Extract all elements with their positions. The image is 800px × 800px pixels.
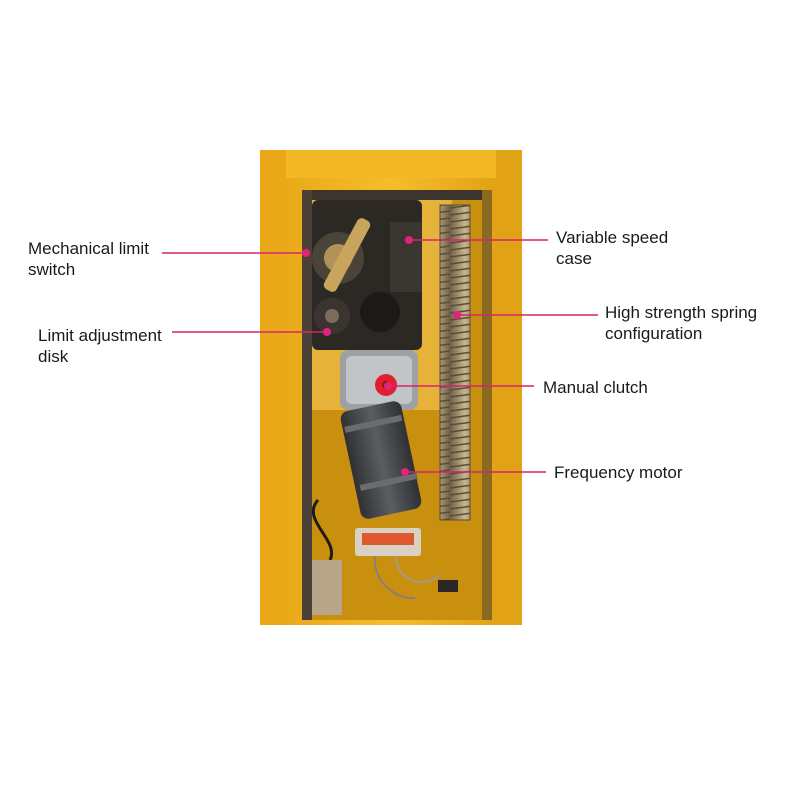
label-manual-clutch: Manual clutch bbox=[543, 377, 648, 398]
label-high-strength-spring: High strength spring configuration bbox=[605, 302, 757, 344]
label-line: High strength spring bbox=[605, 303, 758, 322]
terminal-block-icon bbox=[311, 498, 458, 615]
callout-dot-variable-speed-case bbox=[405, 236, 413, 244]
callout-dot-limit-adjustment-disk bbox=[323, 328, 331, 336]
motor-icon bbox=[340, 401, 422, 519]
label-line: Mechanical limit bbox=[28, 239, 149, 258]
label-mechanical-limit-switch: Mechanical limit switch bbox=[28, 238, 149, 280]
label-line: Variable speed bbox=[556, 228, 669, 247]
label-variable-speed-case: Variable speed case bbox=[556, 227, 668, 269]
clutch-knob-icon bbox=[340, 350, 418, 410]
callout-dot-frequency-motor bbox=[401, 468, 409, 476]
label-line: case bbox=[556, 249, 592, 268]
label-line: switch bbox=[28, 260, 76, 279]
gear-icon bbox=[312, 200, 422, 350]
callout-dot-high-strength-spring bbox=[453, 311, 461, 319]
label-line: Manual clutch bbox=[543, 378, 648, 397]
callout-dot-manual-clutch bbox=[384, 382, 392, 390]
label-line: Limit adjustment bbox=[38, 326, 162, 345]
label-limit-adjustment-disk: Limit adjustment disk bbox=[38, 325, 162, 367]
callout-dot-mechanical-limit-switch bbox=[302, 249, 310, 257]
label-line: Frequency motor bbox=[554, 463, 683, 482]
label-line: configuration bbox=[605, 324, 703, 343]
callout-lines bbox=[162, 236, 598, 476]
label-line: disk bbox=[38, 347, 69, 366]
label-frequency-motor: Frequency motor bbox=[554, 462, 683, 483]
spring-coil-icon bbox=[439, 204, 471, 521]
